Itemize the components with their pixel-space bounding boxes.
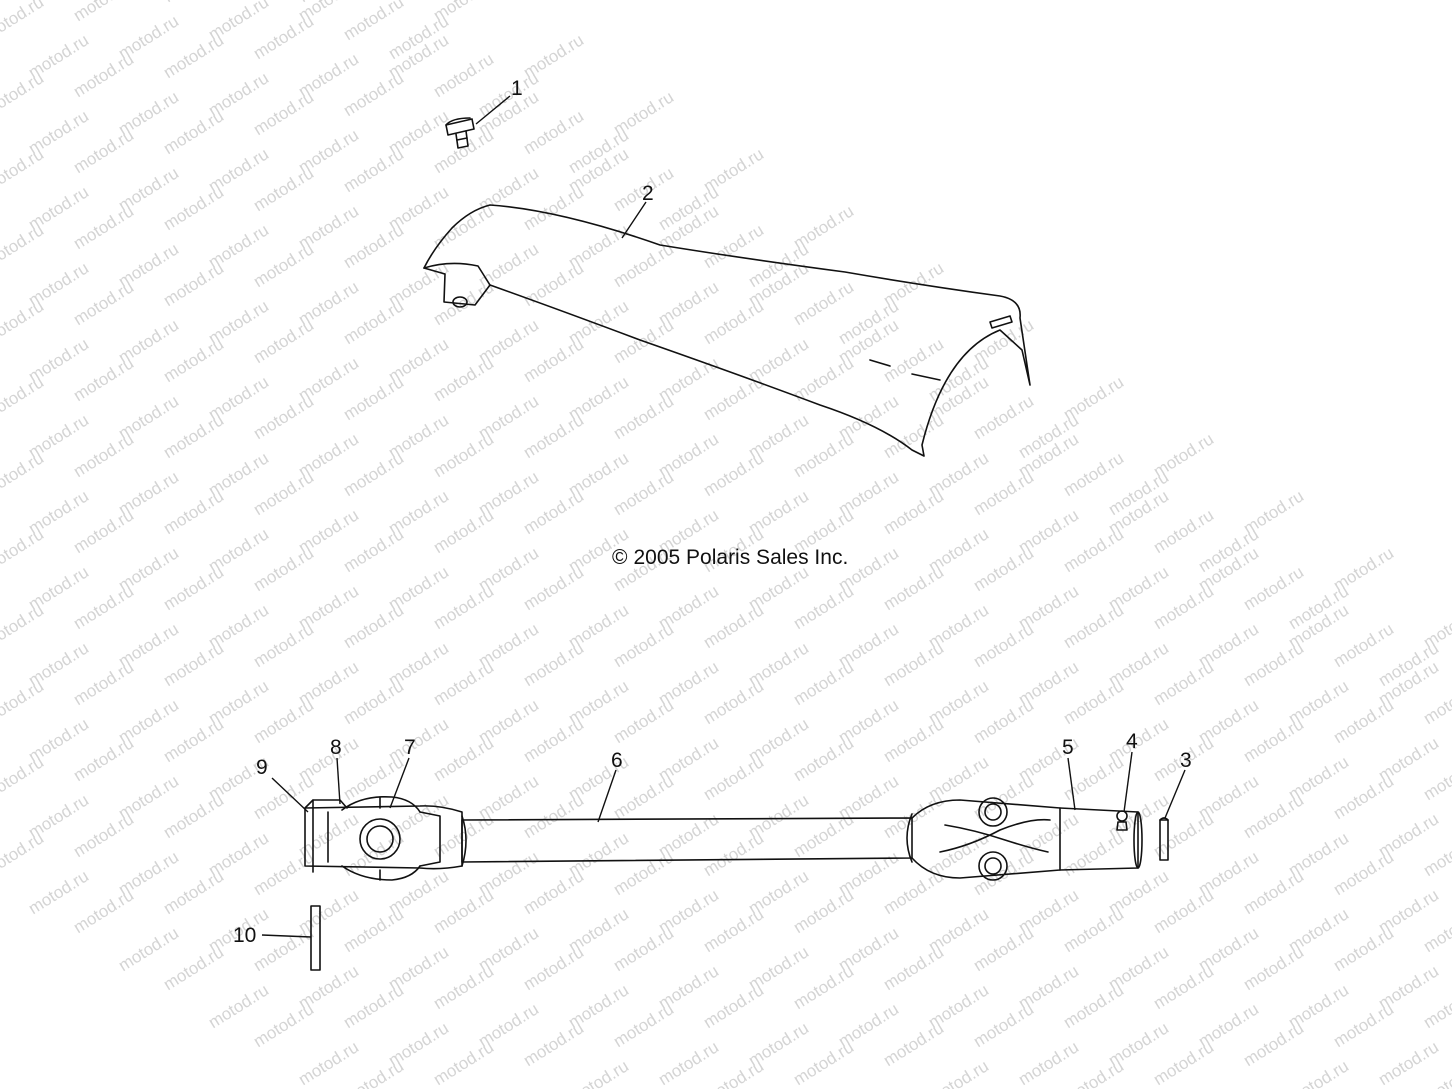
copyright-notice: ©2005 Polaris Sales Inc. — [612, 546, 848, 570]
callout-1: 1 — [511, 77, 523, 100]
copyright-text: 2005 Polaris Sales Inc. — [633, 546, 849, 569]
roll-pin-part — [1159, 817, 1169, 861]
pin-part — [310, 905, 321, 971]
callout-6: 6 — [611, 749, 623, 772]
screw-part — [445, 117, 475, 149]
callout-3: 3 — [1180, 749, 1192, 772]
callout-2: 2 — [642, 182, 654, 205]
callout-5: 5 — [1062, 736, 1074, 759]
callout-8: 8 — [330, 736, 342, 759]
leader-lines — [261, 95, 1186, 938]
driveshaft-guard-part — [423, 204, 1031, 457]
copyright-symbol: © — [612, 546, 628, 569]
propshaft-assembly — [304, 795, 1143, 881]
callout-7: 7 — [404, 736, 416, 759]
callout-4: 4 — [1126, 730, 1138, 753]
callout-9: 9 — [256, 756, 268, 779]
callout-10: 10 — [233, 924, 256, 947]
